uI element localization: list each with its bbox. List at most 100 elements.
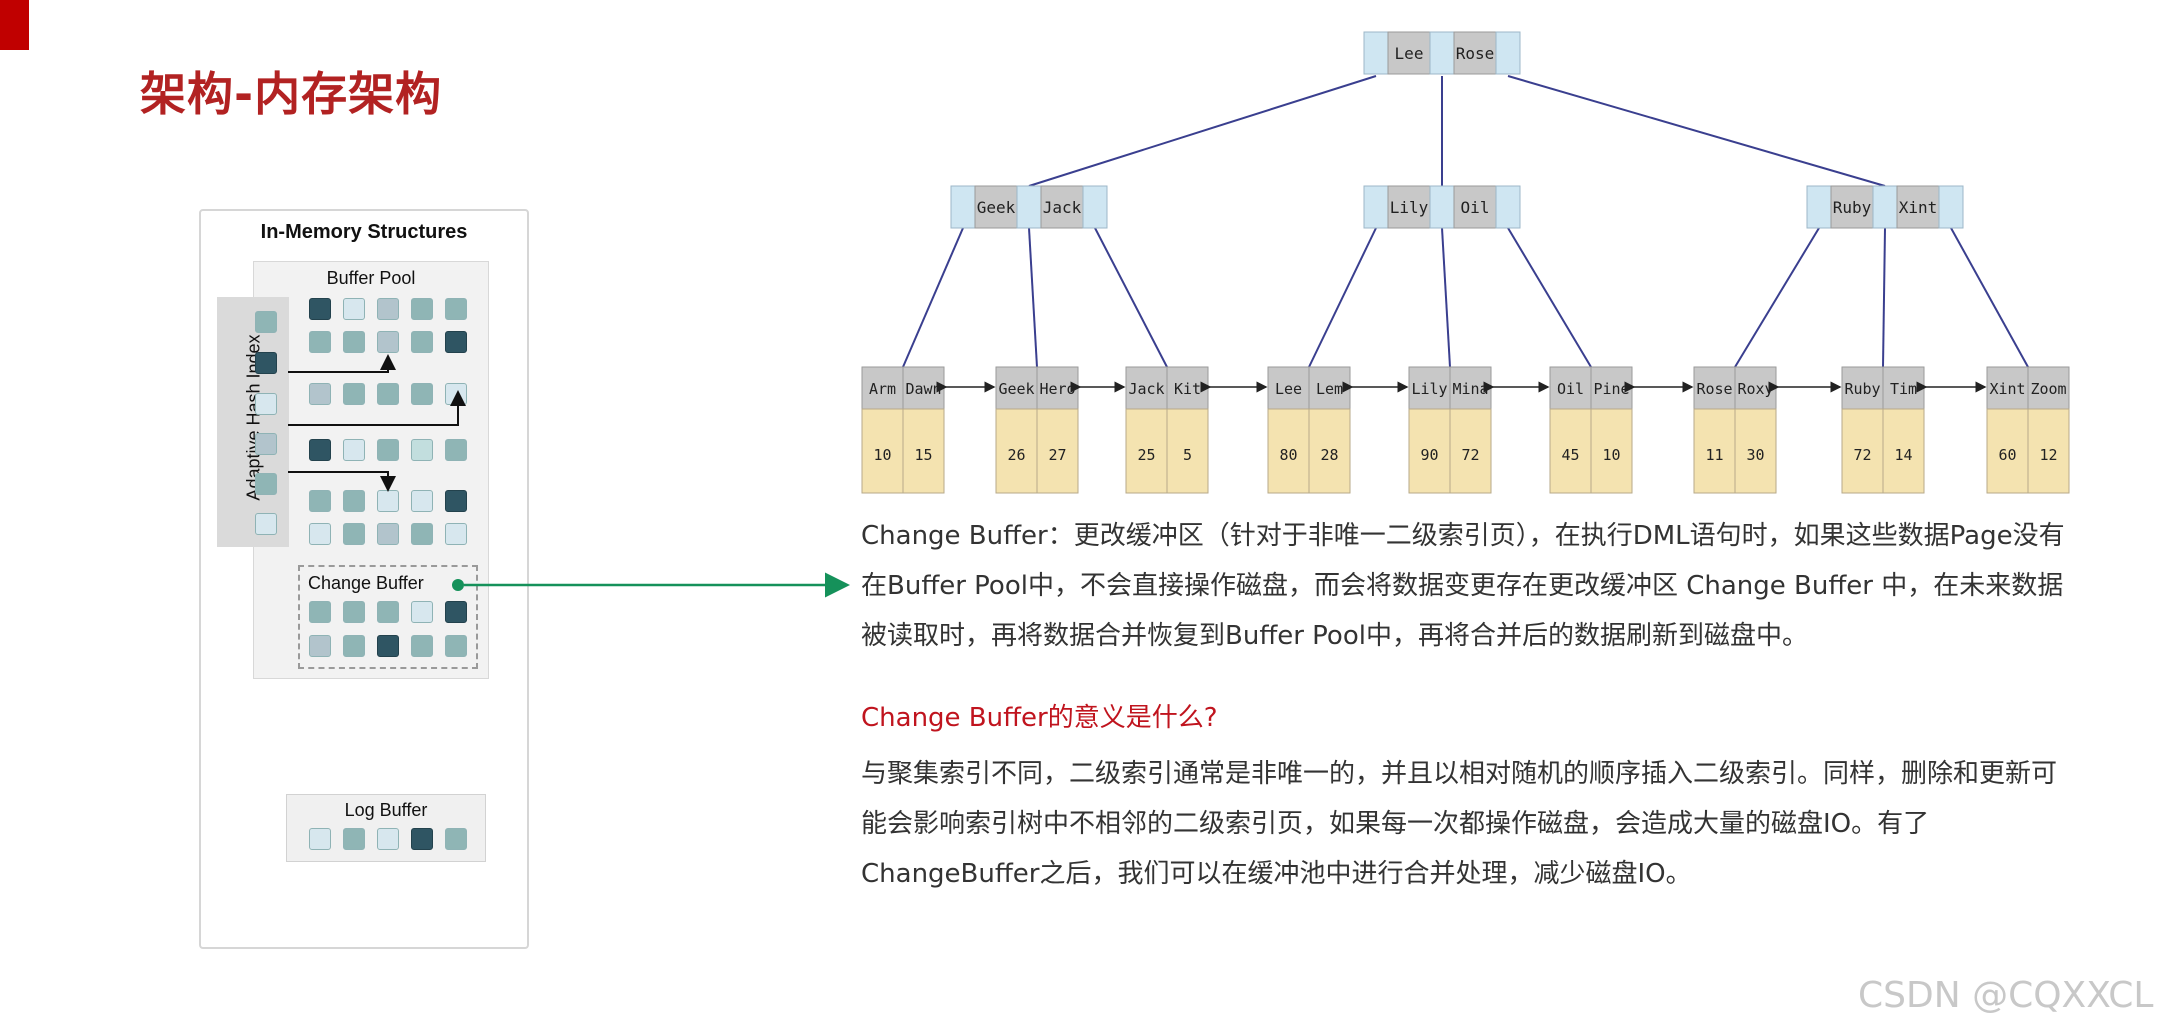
leaf-value: 45 bbox=[1561, 446, 1579, 464]
tree-edge bbox=[1882, 227, 1886, 368]
leaf-key: Dawn bbox=[905, 380, 941, 398]
memory-page-square bbox=[411, 523, 433, 545]
internal-node-pointer bbox=[1016, 185, 1042, 229]
memory-page-square bbox=[309, 523, 331, 545]
leaf-value: 27 bbox=[1048, 446, 1066, 464]
memory-page-square bbox=[255, 352, 277, 374]
memory-page-square bbox=[309, 298, 331, 320]
memory-page-square bbox=[445, 439, 467, 461]
memory-page-square bbox=[411, 439, 433, 461]
root-node-key-cell bbox=[1387, 31, 1431, 75]
leaf-key: Jack bbox=[1128, 380, 1164, 398]
leaf-key: Tim bbox=[1890, 380, 1917, 398]
memory-page-square bbox=[255, 513, 277, 535]
memory-page-square bbox=[377, 523, 399, 545]
adaptive-hash-index-box: Adaptive Hash Index bbox=[217, 297, 289, 547]
memory-page-square bbox=[445, 490, 467, 512]
hash-pointer-arrow bbox=[288, 471, 396, 492]
internal-node-key-cell bbox=[1830, 185, 1874, 229]
change-buffer-question: Change Buffer的意义是什么? bbox=[861, 703, 1218, 733]
memory-page-square bbox=[377, 383, 399, 405]
in-memory-structures-title: In-Memory Structures bbox=[260, 221, 468, 243]
leaf-value: 12 bbox=[2039, 446, 2057, 464]
leaf-value-cell bbox=[1036, 408, 1079, 494]
change-buffer-dot bbox=[452, 579, 464, 591]
memory-page-square bbox=[445, 828, 467, 850]
buffer-pool-label: Buffer Pool bbox=[326, 268, 416, 288]
memory-page-square bbox=[255, 393, 277, 415]
leaf-value-cell bbox=[995, 408, 1038, 494]
memory-page-square bbox=[343, 331, 365, 353]
page-title: 架构-内存架构 bbox=[140, 67, 443, 121]
root-node-key: Lee bbox=[1395, 44, 1424, 63]
memory-page-square bbox=[411, 490, 433, 512]
tree-edge bbox=[1507, 227, 1592, 368]
internal-node-key: Geek bbox=[977, 198, 1016, 217]
leaf-value-cell bbox=[1125, 408, 1168, 494]
leaf-key: Geek bbox=[998, 380, 1034, 398]
leaf-key: Roxy bbox=[1737, 380, 1773, 398]
leaf-key: Ruby bbox=[1844, 380, 1880, 398]
memory-page-square bbox=[309, 331, 331, 353]
internal-node-pointer bbox=[1806, 185, 1832, 229]
leaf-value: 5 bbox=[1183, 446, 1192, 464]
hash-pointer-arrow bbox=[288, 354, 396, 373]
memory-page-square bbox=[309, 828, 331, 850]
root-node-pointer bbox=[1363, 31, 1389, 75]
leaf-value-cell bbox=[902, 408, 945, 494]
memory-page-square bbox=[377, 331, 399, 353]
memory-page-square bbox=[411, 828, 433, 850]
memory-page-square bbox=[377, 828, 399, 850]
leaf-key: Lee bbox=[1275, 380, 1302, 398]
leaf-key-cell bbox=[995, 366, 1038, 410]
leaf-key: Pine bbox=[1593, 380, 1629, 398]
leaf-value-cell bbox=[1166, 408, 1209, 494]
internal-node-pointer bbox=[1363, 185, 1389, 229]
log-buffer-label: Log Buffer bbox=[344, 800, 428, 820]
internal-node-pointer bbox=[1938, 185, 1964, 229]
memory-page-square bbox=[343, 490, 365, 512]
leaf-value-cell bbox=[1734, 408, 1777, 494]
leaf-key-cell bbox=[2027, 366, 2070, 410]
leaf-value: 14 bbox=[1894, 446, 1912, 464]
internal-node-key-cell bbox=[1896, 185, 1940, 229]
root-node-key: Rose bbox=[1456, 44, 1495, 63]
leaf-key: Xint bbox=[1989, 380, 2025, 398]
tree-edge bbox=[902, 227, 964, 368]
leaf-key: Rose bbox=[1696, 380, 1732, 398]
memory-page-square bbox=[343, 635, 365, 657]
leaf-key-cell bbox=[1986, 366, 2029, 410]
memory-page-square bbox=[377, 298, 399, 320]
leaf-key-cell bbox=[1125, 366, 1168, 410]
internal-node-pointer bbox=[950, 185, 976, 229]
tree-edge bbox=[1028, 75, 1377, 187]
root-node-pointer bbox=[1429, 31, 1455, 75]
tree-edge bbox=[1734, 227, 1820, 368]
leaf-value: 10 bbox=[1602, 446, 1620, 464]
leaf-key: Mina bbox=[1452, 380, 1488, 398]
memory-page-square bbox=[309, 439, 331, 461]
memory-page-square bbox=[445, 298, 467, 320]
leaf-value: 25 bbox=[1137, 446, 1155, 464]
internal-node-key: Lily bbox=[1390, 198, 1429, 217]
memory-page-square bbox=[411, 383, 433, 405]
leaf-value-cell bbox=[1308, 408, 1351, 494]
root-node-pointer bbox=[1495, 31, 1521, 75]
change-buffer-answer: 与聚集索引不同，二级索引通常是非唯一的，并且以相对随机的顺序插入二级索引。同样，… bbox=[861, 759, 2058, 889]
memory-page-square bbox=[377, 601, 399, 623]
memory-page-square bbox=[377, 635, 399, 657]
memory-page-square bbox=[343, 523, 365, 545]
leaf-value-cell bbox=[1449, 408, 1492, 494]
memory-page-square bbox=[343, 383, 365, 405]
tree-edge bbox=[1028, 227, 1038, 368]
leaf-value-cell bbox=[1986, 408, 2029, 494]
leaf-value-cell bbox=[2027, 408, 2070, 494]
leaf-value: 26 bbox=[1007, 446, 1025, 464]
root-node-key-cell bbox=[1453, 31, 1497, 75]
internal-node-key-cell bbox=[1387, 185, 1431, 229]
memory-page-square bbox=[343, 828, 365, 850]
leaf-value-cell bbox=[1590, 408, 1633, 494]
leaf-value: 90 bbox=[1420, 446, 1438, 464]
leaf-value: 10 bbox=[873, 446, 891, 464]
